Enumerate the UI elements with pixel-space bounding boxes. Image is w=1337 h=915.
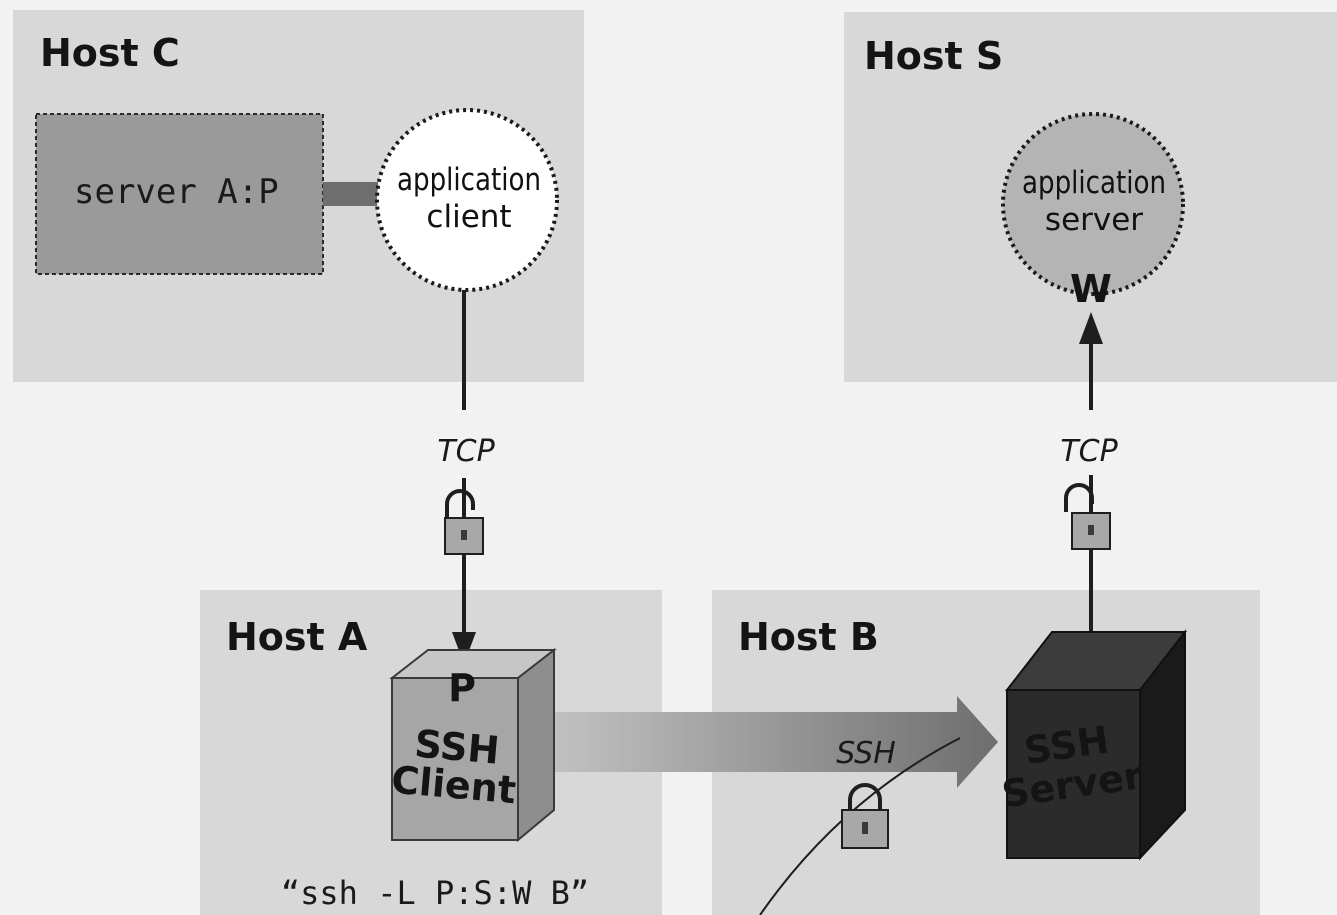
server-box	[35, 113, 324, 275]
tcp-left-arrowhead	[452, 632, 476, 664]
host-a-title: Host A	[226, 615, 368, 659]
application-client-label-2: client	[426, 199, 511, 235]
application-server-node	[1001, 112, 1185, 296]
ssh-client-label-2: Client	[390, 758, 518, 813]
host-s-title: Host S	[864, 34, 1003, 78]
server-client-connector	[323, 182, 378, 206]
ssh-tunnel-label: SSH	[836, 736, 896, 771]
tcp-right-arrowhead	[1079, 312, 1103, 344]
closed-padlock-icon	[841, 783, 889, 849]
open-padlock-icon	[444, 489, 484, 555]
host-b-title: Host B	[738, 615, 879, 659]
tcp-left-label: TCP	[437, 434, 495, 469]
tcp-right-label: TCP	[1060, 434, 1118, 469]
host-c-title: Host C	[40, 31, 180, 75]
open-padlock-icon	[1064, 483, 1111, 550]
application-server-label-2: server	[1045, 202, 1143, 238]
ssh-tunnel-arrow	[540, 696, 998, 788]
ssh-client-cube	[389, 647, 557, 843]
ssh-client-label-1: SSH	[413, 721, 501, 772]
application-server-port: W	[1070, 267, 1112, 311]
application-server-label-1: application	[1022, 165, 1166, 201]
ssh-command: “ssh -L P:S:W B”	[281, 874, 589, 912]
application-client-label-1: application	[397, 162, 541, 198]
ssh-server-cube	[1004, 629, 1188, 861]
application-client-node	[375, 108, 559, 292]
ssh-client-port: P	[448, 666, 476, 710]
server-box-label: server A:P	[74, 172, 279, 212]
